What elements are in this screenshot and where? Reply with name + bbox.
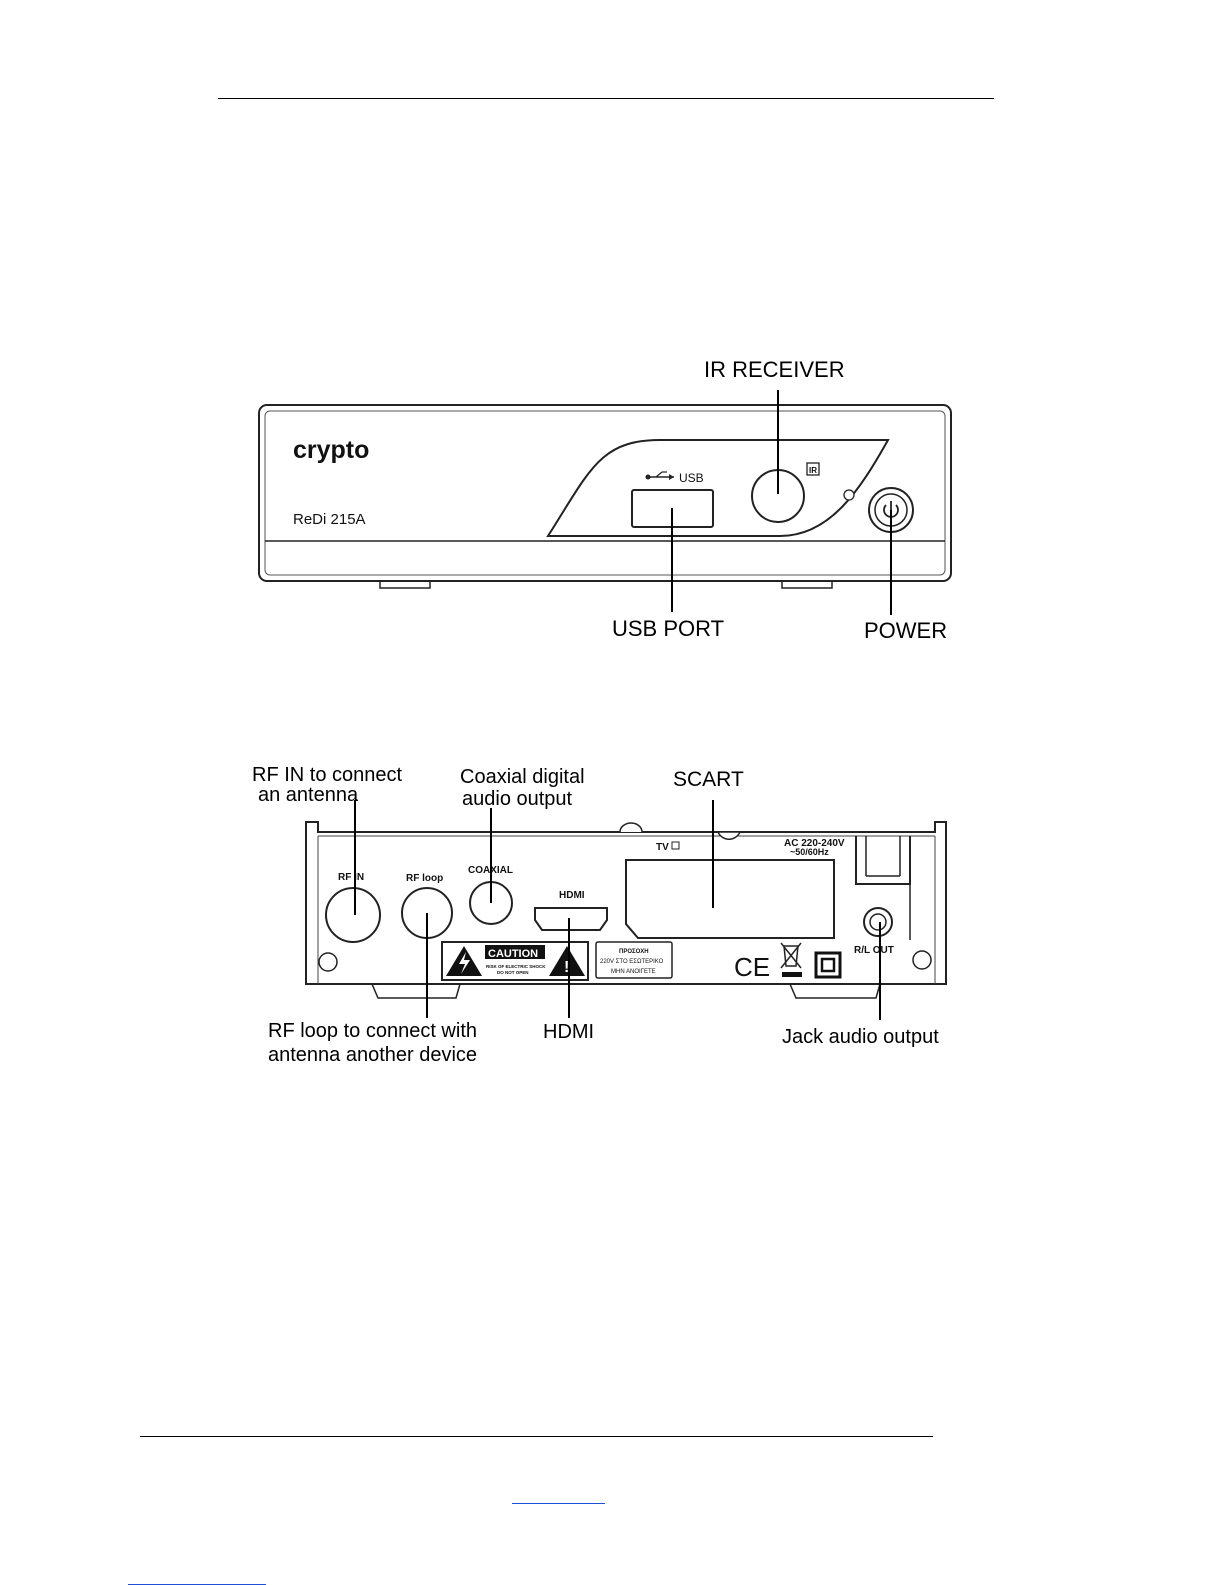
ce-mark: CE — [734, 952, 770, 982]
rl-out-jack — [863, 907, 893, 937]
footer-link-underline[interactable] — [512, 1503, 605, 1504]
greek-line-1: ΠΡΟΣΟΧΗ — [619, 949, 649, 955]
front-panel-diagram: crypto ReDi 215A USB IR IR RECEIVER — [258, 357, 952, 643]
rear-top-notch-2 — [716, 831, 742, 840]
tv-square-icon — [671, 841, 680, 850]
greek-line-3: ΜΗΝ ΑΝΟΙΓΕΤΕ — [611, 969, 656, 975]
callout-coaxial-line-2: audio output — [462, 788, 573, 810]
status-led — [843, 489, 855, 501]
class-two-icon — [814, 951, 842, 979]
greek-line-2: 220V ΣΤΟ ΕΣΩΤΕΡΙΚΟ — [600, 959, 664, 965]
model-name: ReDi 215A — [293, 511, 366, 528]
front-body-inner — [264, 410, 946, 576]
callout-hdmi: HDMI — [543, 1021, 594, 1043]
callout-scart: SCART — [673, 768, 744, 791]
weee-bin-icon — [780, 942, 802, 977]
scart-port — [625, 859, 835, 939]
screw-hole-right — [912, 950, 932, 970]
hdmi-port — [534, 907, 608, 931]
callout-coaxial-line-1: Coaxial digital — [460, 766, 585, 788]
greek-warning-label — [595, 941, 673, 979]
callout-usb-port: USB PORT — [612, 616, 724, 641]
exclamation-mark-icon: ! — [564, 959, 569, 976]
rl-out-jack-inner — [869, 913, 887, 931]
ir-badge-label: IR — [809, 466, 817, 475]
callout-rf-in-line-2: an antenna — [258, 784, 359, 806]
label-ac-freq: ~50/60Hz — [790, 847, 829, 857]
caution-title-box — [485, 945, 545, 959]
lightning-bolt-icon — [459, 952, 470, 974]
brand-logo: crypto — [293, 436, 369, 464]
callout-rf-loop-line-2: antenna another device — [268, 1044, 477, 1066]
screw-hole-left — [318, 952, 338, 972]
usb-icon-label: USB — [679, 471, 704, 485]
label-rl-out: R/L OUT — [854, 945, 894, 956]
rf-in-port — [325, 887, 381, 943]
label-rf-loop: RF loop — [406, 873, 443, 884]
rear-top-notch-1 — [619, 822, 643, 833]
rear-foot-right — [788, 983, 881, 999]
rear-panel-diagram: RF IN RF loop COAXIAL HDMI TV AC 220-240… — [252, 764, 947, 1066]
caution-line-1: RISK OF ELECTRIC SHOCK — [486, 964, 546, 969]
label-tv: TV — [656, 842, 669, 853]
usb-icon — [645, 471, 674, 480]
caution-line-2: DO NOT OPEN — [497, 970, 529, 975]
label-ac: AC 220-240V — [784, 838, 845, 849]
header-rule — [218, 98, 994, 99]
callout-jack-audio: Jack audio output — [782, 1026, 939, 1048]
caution-title: CAUTION — [488, 948, 538, 960]
ir-badge — [806, 462, 820, 476]
rear-foot-left — [370, 983, 461, 999]
exclamation-warning-icon — [549, 946, 585, 976]
callout-rf-loop-line-1: RF loop to connect with — [268, 1020, 477, 1042]
callout-power: POWER — [864, 618, 947, 643]
callout-ir-receiver: IR RECEIVER — [704, 357, 845, 382]
label-rf-in: RF IN — [338, 872, 364, 883]
label-hdmi: HDMI — [559, 890, 585, 901]
footer-rule — [140, 1436, 933, 1437]
callout-rf-in-line-1: RF IN to connect — [252, 764, 403, 786]
